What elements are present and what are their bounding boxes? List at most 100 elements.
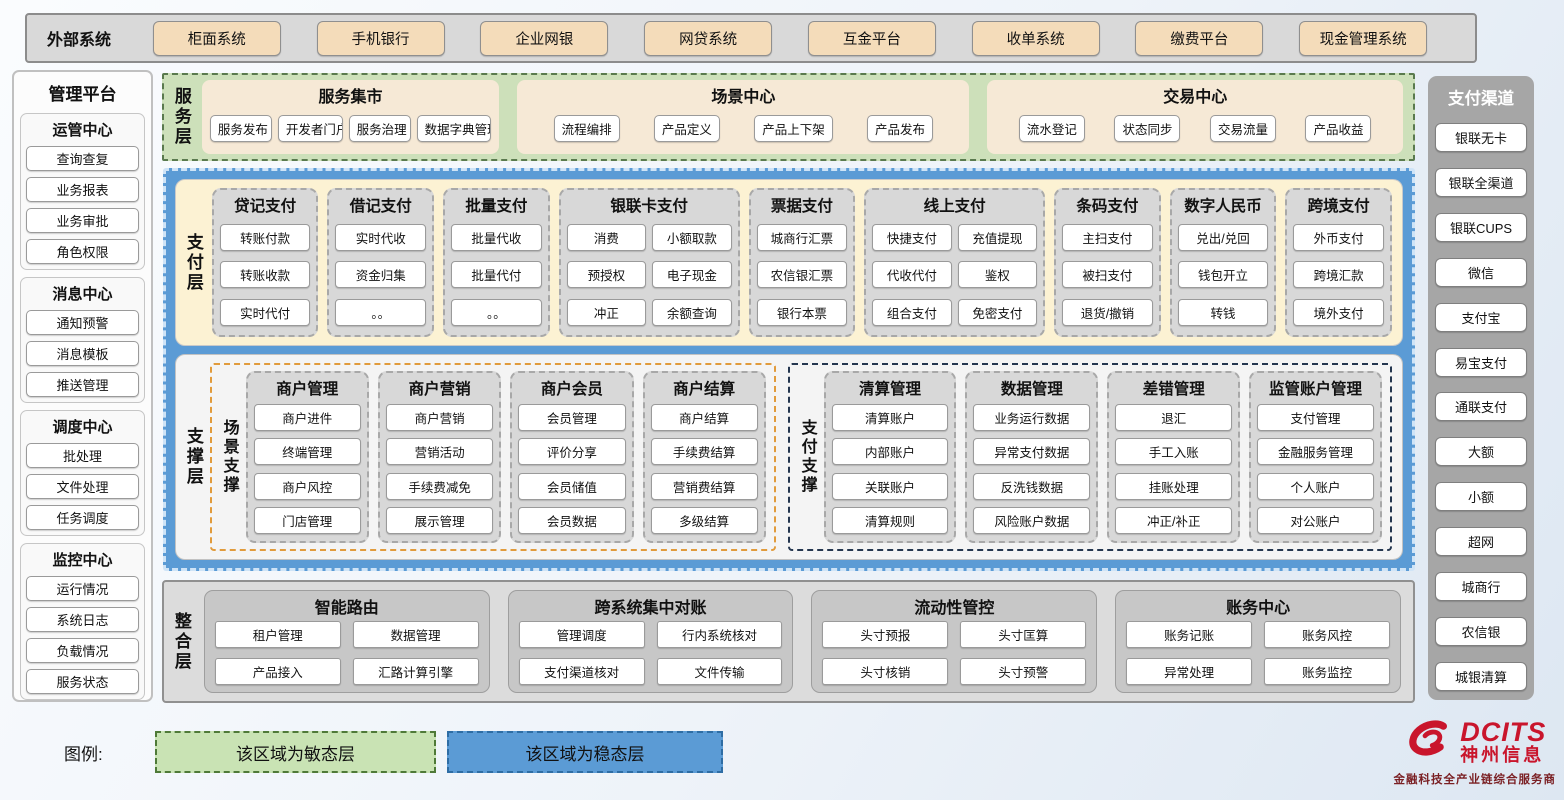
column-title: 跨境支付: [1307, 198, 1370, 215]
payment-channel-item: 微信: [1435, 257, 1527, 287]
column-title: 清算管理: [859, 381, 922, 399]
integration-item: 账务记账: [1126, 621, 1253, 649]
column-title: 借记支付: [349, 198, 412, 215]
support-item: 手工入账: [1115, 438, 1233, 466]
payment-channel-item: 城商行: [1435, 572, 1527, 602]
integration-item: 行内系统核对: [656, 621, 783, 649]
column-items: 消费小额取款预授权电子现金冲正余额查询: [566, 220, 732, 329]
payment-channels-title: 支付渠道: [1448, 90, 1514, 108]
panel-items-grid: 管理调度行内系统核对支付渠道核对文件传输: [518, 620, 783, 686]
dcits-logo: DCITS 神州信息 金融科技全产业链综合服务商: [1394, 715, 1557, 787]
payment-item: 主扫支付: [1062, 223, 1153, 251]
support-group-label: 支付支撑: [798, 419, 816, 496]
support-item: 展示管理: [385, 507, 494, 535]
external-system-box: 互金平台: [807, 20, 936, 56]
payment-item: 外币支付: [1293, 223, 1384, 251]
payment-channel-item: 易宝支付: [1435, 347, 1527, 377]
integration-panel: 跨系统集中对账管理调度行内系统核对支付渠道核对文件传输: [507, 590, 794, 693]
group-title: 监控中心: [52, 552, 113, 569]
support-column: 差错管理退汇手工入账挂账处理冲正/补正: [1107, 371, 1241, 543]
payment-item: 小额取款: [652, 223, 732, 251]
payment-item: 消费: [566, 223, 647, 251]
support-layer: 支撑层 场景支撑商户管理商户进件终端管理商户风控门店管理商户营销商户营销营销活动…: [175, 354, 1403, 560]
service-item: 产品收益: [1305, 114, 1372, 142]
column-items: 实时代收资金归集。。: [335, 220, 427, 329]
service-panel: 场景中心流程编排产品定义产品上下架产品发布: [517, 80, 970, 154]
support-item: 评价分享: [518, 438, 626, 466]
management-platform-title: 管理平台: [48, 85, 117, 104]
service-item: 产品定义: [653, 114, 720, 142]
management-item: 任务调度: [26, 505, 139, 530]
payment-item: 组合支付: [872, 298, 952, 326]
service-item: 产品发布: [867, 114, 934, 142]
panel-items-row: 服务发布开发者门户服务治理数据字典管理: [209, 107, 492, 149]
support-group: 支付支撑清算管理清算账户内部账户关联账户清算规则数据管理业务运行数据异常支付数据…: [787, 363, 1392, 551]
panel-title: 智能路由: [314, 600, 379, 617]
column-items: 商户结算手续费结算营销费结算多级结算: [650, 403, 758, 535]
service-item: 流程编排: [553, 114, 620, 142]
integration-item: 支付渠道核对: [518, 657, 645, 685]
column-items: 外币支付跨境汇款境外支付: [1293, 220, 1384, 329]
support-item: 营销费结算: [650, 472, 758, 500]
panel-title: 流动性管控: [914, 600, 995, 617]
management-group: 监控中心运行情况系统日志负载情况服务状态: [20, 543, 145, 700]
payment-item: 转钱: [1177, 298, 1269, 326]
service-item: 状态同步: [1114, 114, 1181, 142]
payment-channel-item: 通联支付: [1435, 392, 1527, 422]
group-title: 运管中心: [52, 122, 113, 139]
integration-item: 租户管理: [214, 621, 341, 649]
legend-stable-layer: 该区域为稳态层: [447, 731, 723, 773]
support-column: 数据管理业务运行数据异常支付数据反洗钱数据风险账户数据: [965, 371, 1099, 543]
payment-layer-label: 支付层: [183, 232, 203, 293]
management-item: 批处理: [26, 443, 139, 468]
dcits-logo-top: DCITS 神州信息: [1403, 715, 1546, 768]
column-title: 商户结算: [673, 381, 736, 399]
support-item: 对公账户: [1257, 507, 1374, 535]
support-item: 业务运行数据: [973, 403, 1091, 431]
support-item: 门店管理: [253, 507, 361, 535]
payment-item: 城商行汇票: [756, 223, 848, 251]
integration-item: 汇路计算引擎: [352, 657, 479, 685]
payment-column: 贷记支付转账付款转账收款实时代付: [211, 188, 319, 338]
column-items: 快捷支付充值提现代收代付鉴权组合支付免密支付: [872, 220, 1038, 329]
payment-item: 资金归集: [335, 261, 427, 289]
support-item: 冲正/补正: [1115, 507, 1233, 535]
support-item: 反洗钱数据: [973, 472, 1091, 500]
support-group: 场景支撑商户管理商户进件终端管理商户风控门店管理商户营销商户营销营销活动手续费减…: [209, 363, 776, 551]
support-layer-label: 支撑层: [183, 427, 203, 488]
column-items: 支付管理金融服务管理个人账户对公账户: [1257, 403, 1374, 535]
payment-channel-item: 大额: [1435, 437, 1527, 467]
support-item: 会员数据: [518, 507, 626, 535]
payment-item: 实时代收: [335, 223, 427, 251]
payment-channel-item: 银联无卡: [1435, 123, 1527, 152]
management-item: 服务状态: [26, 669, 139, 694]
payment-item: 快捷支付: [872, 223, 952, 251]
service-layer-label: 服务层: [171, 87, 191, 147]
payment-channel-item: 银联CUPS: [1435, 212, 1527, 242]
management-item: 负载情况: [26, 638, 139, 663]
support-item: 商户结算: [650, 403, 758, 431]
support-item: 异常支付数据: [973, 438, 1091, 466]
payment-column: 票据支付城商行汇票农信银汇票银行本票: [748, 188, 856, 338]
payment-item: 充值提现: [957, 223, 1038, 251]
support-column: 商户营销商户营销营销活动手续费减免展示管理: [377, 371, 502, 543]
integration-item: 账务监控: [1264, 657, 1391, 685]
support-item: 个人账户: [1257, 472, 1374, 500]
management-item: 文件处理: [26, 474, 139, 499]
payment-item: 批量代付: [451, 261, 542, 289]
support-item: 金融服务管理: [1257, 438, 1374, 466]
payment-item: 转账收款: [219, 261, 311, 289]
column-items: 兑出/兑回钱包开立转钱: [1177, 220, 1269, 329]
support-column: 商户结算商户结算手续费结算营销费结算多级结算: [642, 371, 766, 543]
column-title: 条码支付: [1076, 198, 1139, 215]
column-items: 转账付款转账收款实时代付: [219, 220, 311, 329]
integration-layer-panels: 智能路由租户管理数据管理产品接入汇路计算引擎跨系统集中对账管理调度行内系统核对支…: [203, 590, 1402, 693]
service-item: 服务发布: [209, 114, 272, 142]
external-system-box: 网贷系统: [644, 20, 773, 56]
integration-item: 产品接入: [214, 657, 341, 685]
panel-items-grid: 头寸预报头寸匡算头寸核销头寸预警: [822, 620, 1087, 686]
payment-item: 电子现金: [652, 261, 732, 289]
support-item: 会员储值: [518, 472, 626, 500]
column-title: 商户管理: [276, 381, 339, 399]
